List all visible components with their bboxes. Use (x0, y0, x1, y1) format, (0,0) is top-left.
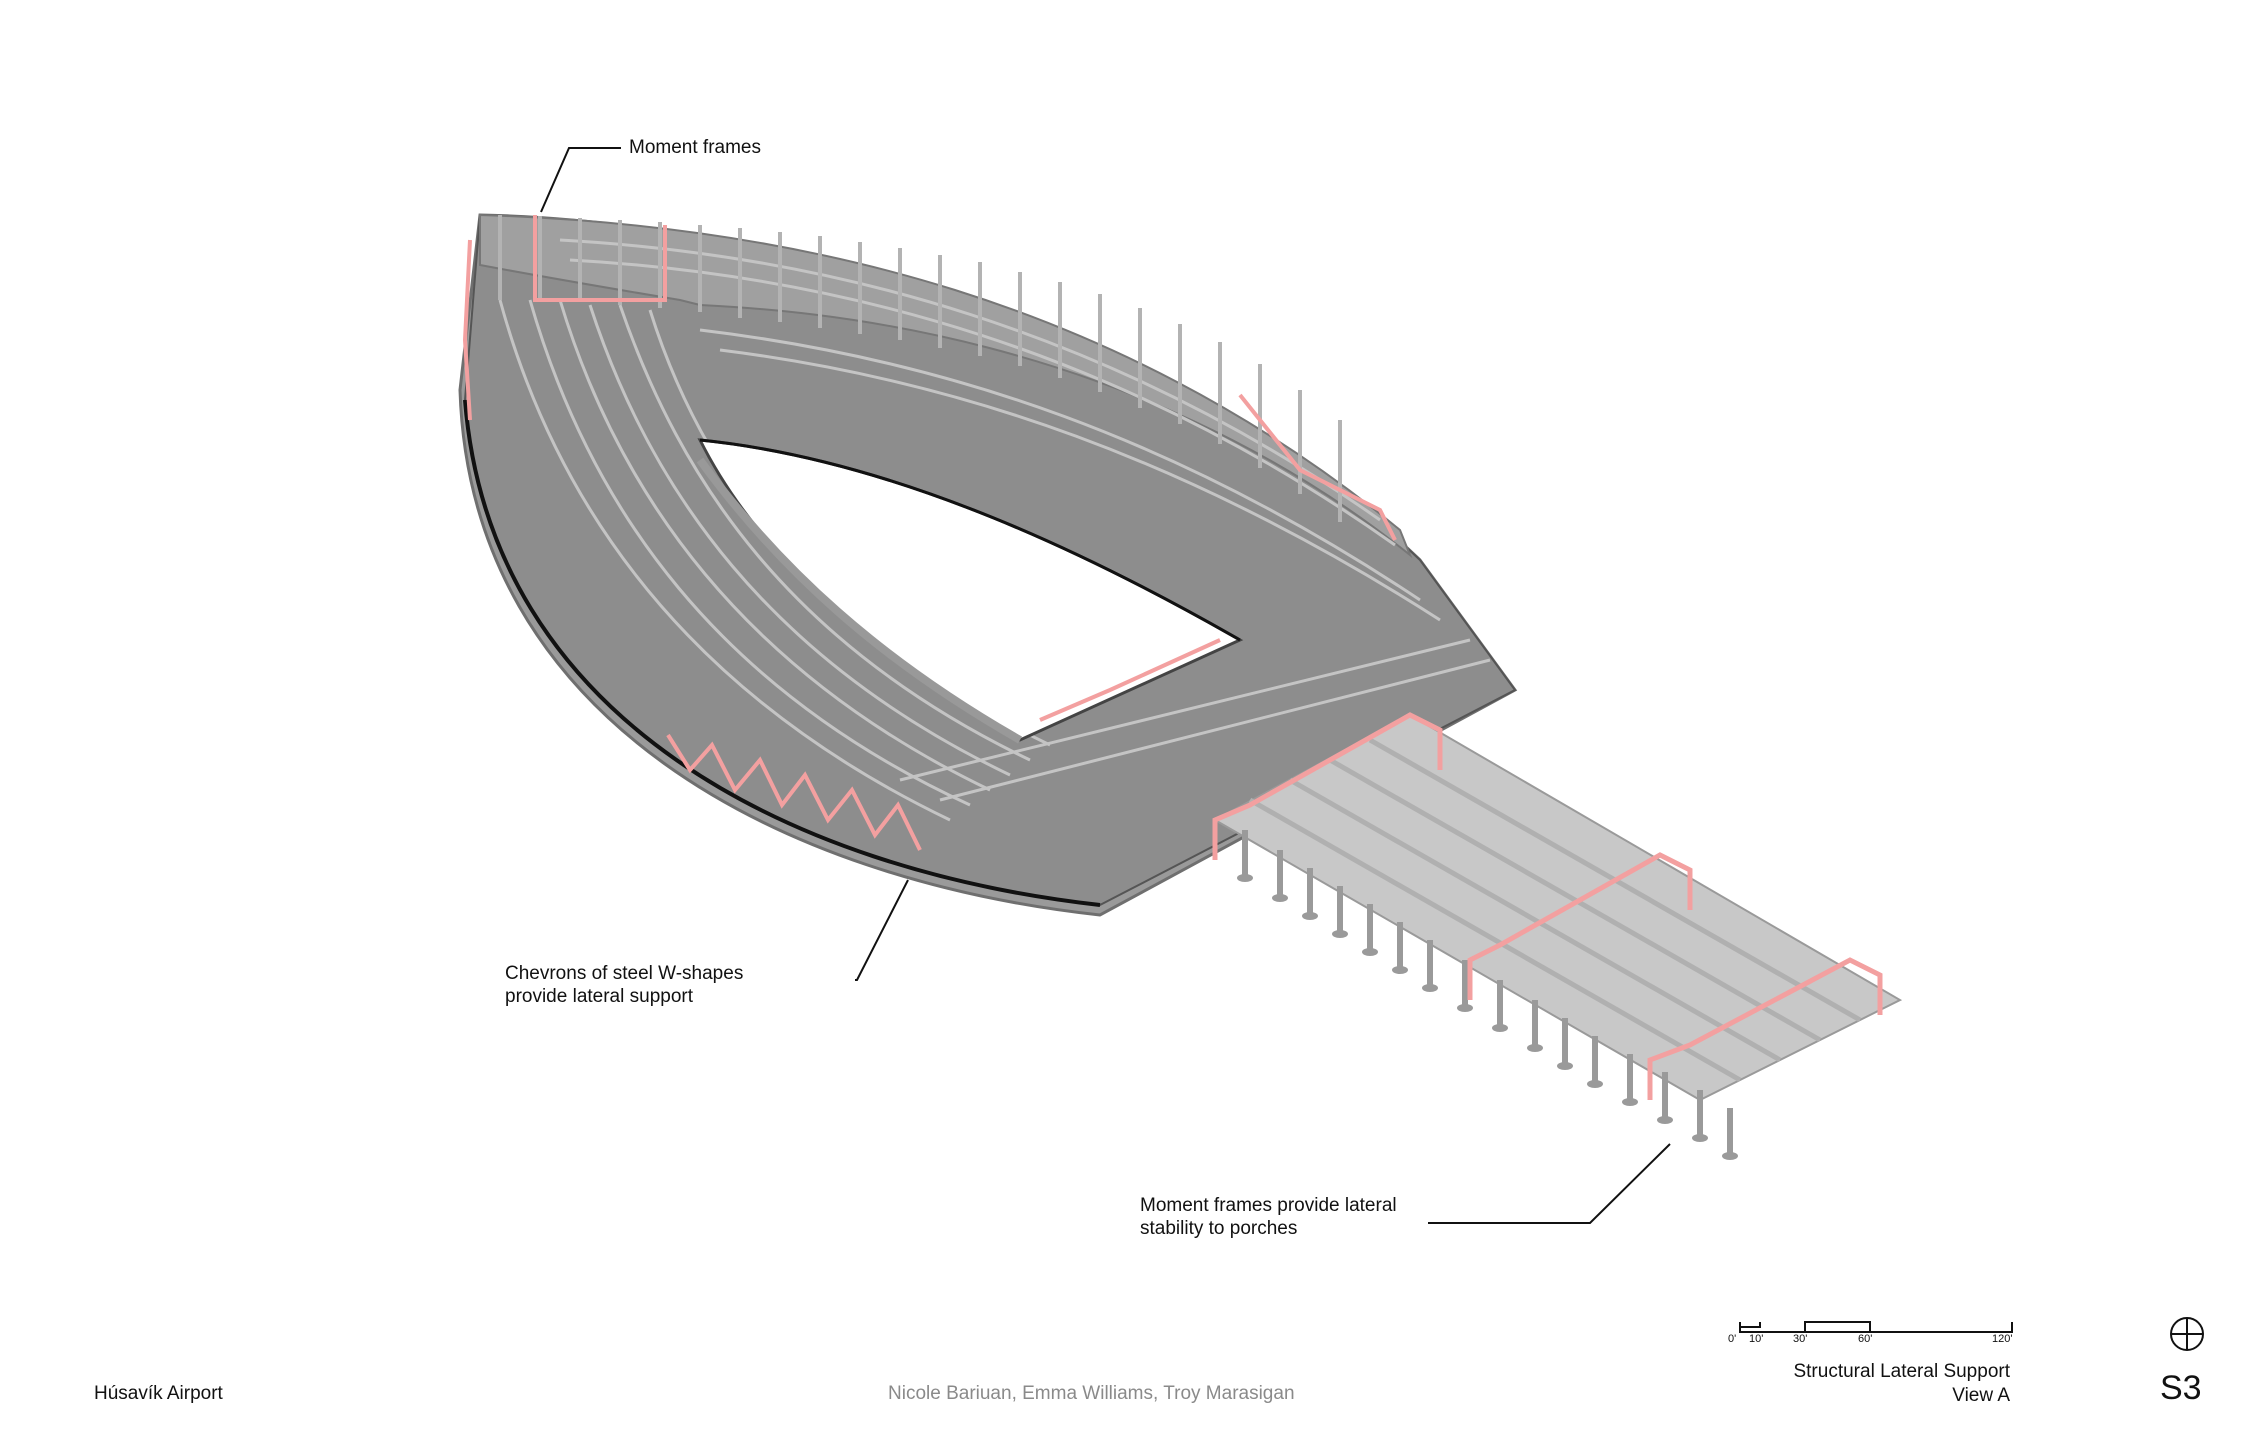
scale-tick-60: 60' (1858, 1333, 1873, 1345)
leader-porches (1428, 1143, 1671, 1224)
leader-lines (540, 147, 1671, 1224)
scale-bar (1739, 1321, 2013, 1333)
scale-tick-120: 120' (1992, 1333, 2013, 1345)
sheet-number: S3 (2160, 1369, 2202, 1407)
annotation-porches-line1: Moment frames provide lateral (1140, 1195, 1397, 1216)
scale-tick-0: 0' (1728, 1333, 1737, 1345)
view-symbol-icon (2170, 1317, 2204, 1351)
scale-tick-10: 10' (1749, 1333, 1764, 1345)
chevron-bracing (666, 733, 922, 851)
drawing-title-line2: View A (1952, 1385, 2010, 1406)
annotation-chevrons: Chevrons of steel W-shapes provide later… (505, 962, 743, 1008)
porch-moment-frames (1212, 712, 1883, 1100)
leader-moment-frames (540, 147, 621, 213)
annotation-chevrons-line1: Chevrons of steel W-shapes (505, 963, 744, 984)
annotation-moment-frames: Moment frames (629, 137, 761, 158)
terminal-roof-structure (458, 213, 1518, 917)
authors: Nicole Bariuan, Emma Williams, Troy Mara… (888, 1383, 1295, 1404)
annotation-porches-line2: stability to porches (1140, 1218, 1298, 1239)
leader-chevrons (855, 879, 909, 981)
porch-canopy-structure (1212, 712, 1903, 1160)
project-name: Húsavík Airport (94, 1383, 223, 1404)
annotation-porches: Moment frames provide lateral stability … (1140, 1194, 1397, 1240)
annotation-chevrons-line2: provide lateral support (505, 986, 693, 1007)
drawing-title-line1: Structural Lateral Support (1793, 1361, 2010, 1382)
scale-tick-30: 30' (1793, 1333, 1808, 1345)
